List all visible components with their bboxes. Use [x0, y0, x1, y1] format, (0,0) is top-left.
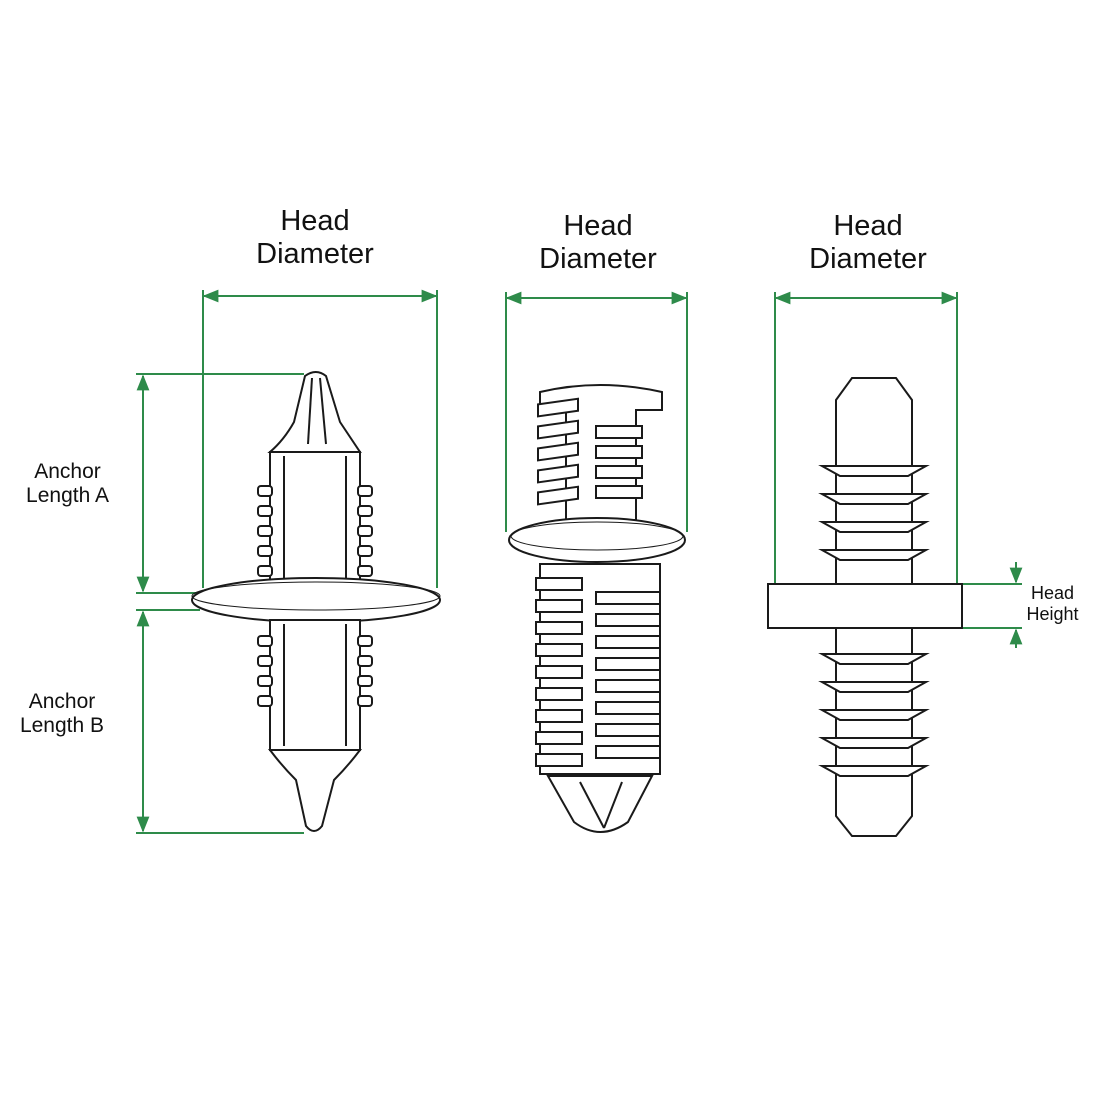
tip: [546, 775, 654, 833]
shaft-serrations-left: [535, 577, 583, 767]
head-disc: [508, 517, 686, 563]
head-disc: [191, 577, 441, 623]
tip-split: [579, 781, 605, 829]
head-block: [767, 583, 963, 629]
fir-tree-rivet-drawing: [191, 371, 441, 832]
lower-threads: [818, 653, 930, 777]
dimension-lines: [136, 289, 1023, 834]
head-diameter-label-1: Head Diameter: [256, 205, 374, 271]
head-disc-inner: [191, 581, 441, 611]
head-diameter-label-2: Head Diameter: [539, 210, 657, 276]
head-height-label: Head Height: [1026, 583, 1079, 624]
lower-shaft: [835, 627, 913, 837]
anchor-length-a-label: Anchor Length A: [26, 460, 109, 508]
push-rivet-drawing: [508, 384, 686, 833]
head-disc-inner: [510, 521, 684, 551]
prong-serrations-right: [595, 425, 643, 499]
cone-detail: [307, 377, 313, 445]
shaft-serrations-right: [595, 591, 661, 759]
tip-split: [603, 781, 623, 829]
prong-serrations-left: [537, 397, 579, 506]
cone-detail: [319, 377, 327, 445]
upper-threads: [818, 465, 930, 561]
head-diameter-label-3: Head Diameter: [809, 210, 927, 276]
top-cone: [267, 371, 362, 453]
anchor-length-b-label: Anchor Length B: [19, 690, 105, 738]
lower-fins: [257, 635, 373, 707]
bottom-cone: [267, 749, 363, 832]
threaded-rivet-drawing: [767, 377, 963, 837]
upper-fins: [257, 485, 373, 577]
